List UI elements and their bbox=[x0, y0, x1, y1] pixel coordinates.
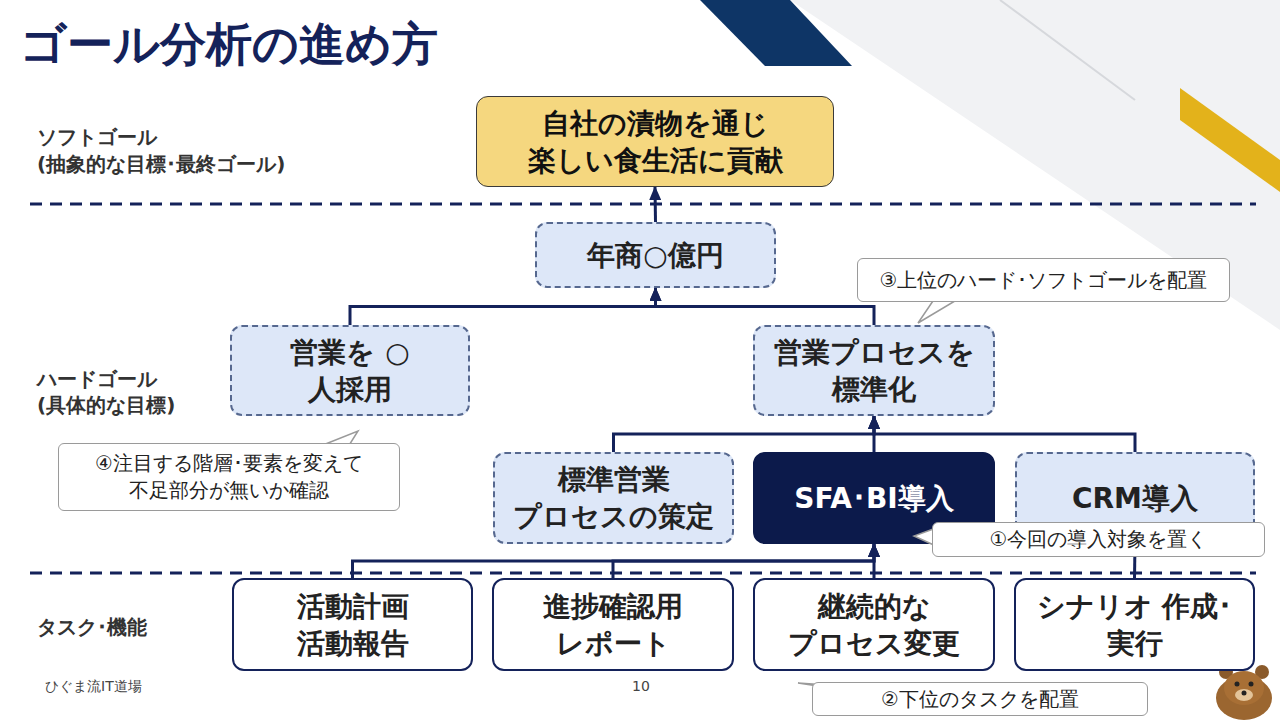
node-text: 標準営業 プロセスの策定 bbox=[513, 461, 714, 535]
row-label: (抽象的な目標･最終ゴール) bbox=[37, 151, 285, 178]
connector bbox=[656, 288, 875, 325]
node-text: 継続的な プロセス変更 bbox=[775, 588, 973, 662]
hard-goal-box: 営業を ○人採用 bbox=[230, 325, 470, 416]
node-text: 自社の漬物を通じ 楽しい食生活に貢献 bbox=[497, 105, 813, 179]
node-text: 活動計画 活動報告 bbox=[254, 588, 451, 662]
row-label: ハードゴール bbox=[37, 366, 157, 393]
hard-goal-box: 年商○億円 bbox=[535, 222, 776, 288]
node-text: 進捗確認用 レポート bbox=[514, 588, 712, 662]
background-stripe bbox=[790, 0, 1280, 330]
connector bbox=[874, 416, 1135, 452]
row-label: (具体的な目標) bbox=[37, 392, 175, 419]
connector bbox=[613, 544, 874, 578]
gold-stripe bbox=[1180, 88, 1280, 192]
callout-note: ①今回の導入対象を置く bbox=[932, 522, 1265, 557]
row-label: タスク･機能 bbox=[37, 614, 147, 641]
connector bbox=[353, 544, 875, 578]
task-box: 継続的な プロセス変更 bbox=[753, 578, 995, 671]
thin-stripe bbox=[1000, 0, 1135, 100]
page-title: ゴール分析の進め方 bbox=[20, 14, 438, 76]
node-text: CRM導入 bbox=[1072, 480, 1198, 517]
node-text: SFA･BI導入 bbox=[794, 480, 954, 517]
divider bbox=[30, 203, 1256, 206]
footer-text: ひぐま流IT道場 bbox=[45, 678, 142, 696]
task-box: 進捗確認用 レポート bbox=[492, 578, 734, 671]
callout-note: ②下位のタスクを配置 bbox=[812, 682, 1148, 716]
callout-note: ④注目する階層･要素を変えて 不足部分が無いか確認 bbox=[58, 443, 400, 511]
connector bbox=[654, 187, 658, 222]
page-number: 10 bbox=[632, 678, 650, 694]
bear-icon bbox=[1216, 665, 1272, 720]
hard-goal-box: 営業プロセスを 標準化 bbox=[753, 325, 995, 416]
node-text: 年商○億円 bbox=[587, 237, 723, 274]
soft-goal-box: 自社の漬物を通じ 楽しい食生活に貢献 bbox=[476, 96, 834, 187]
divider bbox=[30, 572, 1256, 575]
task-box: シナリオ 作成･実行 bbox=[1014, 578, 1255, 671]
connector bbox=[350, 288, 656, 325]
node-text: シナリオ 作成･実行 bbox=[1036, 588, 1233, 662]
node-text: 営業を ○人採用 bbox=[252, 334, 448, 408]
node-text: 営業プロセスを 標準化 bbox=[774, 334, 975, 408]
task-box: 活動計画 活動報告 bbox=[232, 578, 473, 671]
connector bbox=[614, 416, 875, 452]
callout-note: ③上位のハード･ソフトゴールを配置 bbox=[857, 258, 1230, 302]
hard-goal-box: 標準営業 プロセスの策定 bbox=[493, 452, 734, 544]
row-label: ソフトゴール bbox=[37, 124, 157, 151]
connector bbox=[873, 544, 876, 578]
navy-stripe bbox=[700, 0, 852, 66]
